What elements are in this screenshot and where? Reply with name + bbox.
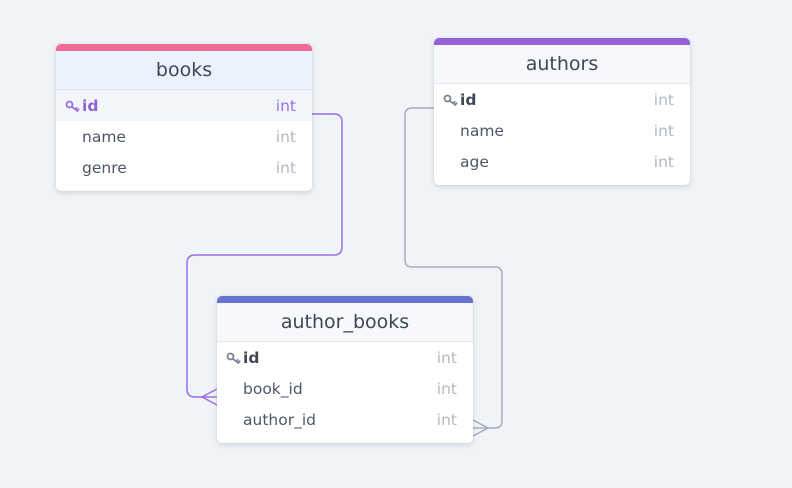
column-row-name[interactable]: name int <box>56 121 312 152</box>
key-icon <box>434 94 460 106</box>
column-row-genre[interactable]: genre int <box>56 152 312 183</box>
table-header[interactable]: authors <box>434 38 690 84</box>
column-row-id[interactable]: id int <box>217 342 473 373</box>
table-title: books <box>155 59 213 81</box>
column-name: id <box>460 90 477 109</box>
column-type: int <box>436 410 457 429</box>
table-title: author_books <box>280 311 410 333</box>
column-row-id[interactable]: id int <box>434 84 690 115</box>
column-type: int <box>436 379 457 398</box>
column-name: id <box>82 96 99 115</box>
table-header[interactable]: author_books <box>217 296 473 342</box>
table-author-books[interactable]: author_books id int book_id int author_i… <box>217 296 473 443</box>
column-type: int <box>275 158 296 177</box>
crow-foot-marker <box>200 388 218 406</box>
column-row-name[interactable]: name int <box>434 115 690 146</box>
column-row-age[interactable]: age int <box>434 146 690 177</box>
table-books[interactable]: books id int name int genre int <box>56 44 312 191</box>
column-type: int <box>653 121 674 140</box>
relation-path <box>186 113 343 398</box>
column-type: int <box>275 96 296 115</box>
column-type: int <box>275 127 296 146</box>
key-icon <box>56 100 82 112</box>
column-name: author_id <box>243 410 316 429</box>
crow-foot-marker <box>472 419 490 437</box>
column-row-book-id[interactable]: book_id int <box>217 373 473 404</box>
column-name: name <box>460 121 504 140</box>
column-type: int <box>653 152 674 171</box>
key-icon <box>217 352 243 364</box>
column-name: book_id <box>243 379 303 398</box>
column-row-id[interactable]: id int <box>56 90 312 121</box>
table-header[interactable]: books <box>56 44 312 90</box>
column-name: genre <box>82 158 127 177</box>
column-name: id <box>243 348 260 367</box>
relation-authors-author-books[interactable] <box>404 107 503 437</box>
table-title: authors <box>525 53 599 75</box>
relation-books-author-books[interactable] <box>186 113 343 406</box>
column-type: int <box>653 90 674 109</box>
column-row-author-id[interactable]: author_id int <box>217 404 473 435</box>
column-name: name <box>82 127 126 146</box>
table-authors[interactable]: authors id int name int age int <box>434 38 690 185</box>
relation-path <box>404 107 503 429</box>
column-type: int <box>436 348 457 367</box>
column-name: age <box>460 152 489 171</box>
